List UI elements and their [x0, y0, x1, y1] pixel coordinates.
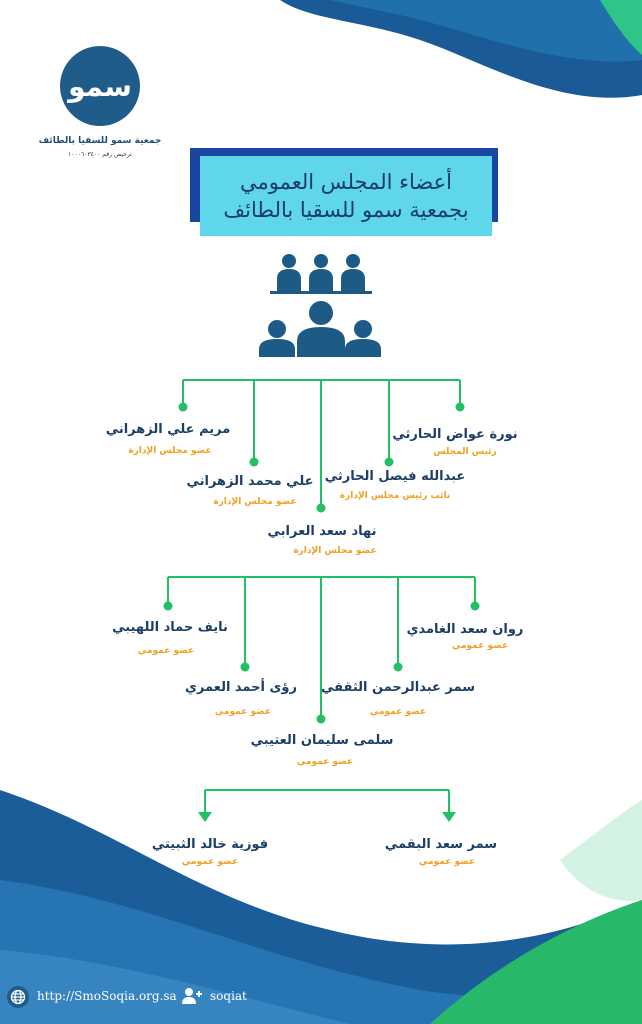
member-role: عضو عمومي	[296, 757, 354, 767]
user-plus-icon	[182, 988, 202, 1004]
member-name: عبدالله فيصل الحارثي	[324, 469, 466, 484]
member-role: عضو عمومي	[369, 707, 427, 717]
title-line-1: أعضاء المجلس العمومي	[240, 169, 452, 194]
member-name: سمر عبدالرحمن الثقفي	[320, 680, 476, 695]
globe-icon	[7, 986, 29, 1008]
member-name: علي محمد الزهراني	[186, 474, 314, 489]
member-role: عضو عمومي	[214, 707, 272, 717]
member-name: نورة عواض الحارثي	[392, 427, 518, 442]
logo-name: جمعية سمو للسقيا بالطائف	[38, 136, 162, 146]
member-role: عضو مجلس الإدارة	[128, 446, 212, 456]
member-name: سلمى سليمان العتيبي	[250, 733, 394, 748]
title-line-2: بجمعية سمو للسقيا بالطائف	[223, 198, 469, 222]
page-title: أعضاء المجلس العمومي بجمعية سمو للسقيا ب…	[200, 156, 492, 236]
member-name: نهاد سعد العرابي	[267, 524, 377, 539]
member-name: مريم علي الزهراني	[105, 422, 231, 437]
logo-mark: سمو	[60, 46, 140, 126]
member-role: نائب رئيس مجلس الإدارة	[339, 491, 451, 501]
member-name: نايف حماد اللهيبي	[112, 620, 228, 635]
member-name: روان سعد الغامدي	[406, 622, 524, 637]
member-role: عضو عمومي	[451, 641, 509, 651]
logo: سمو جمعية سمو للسقيا بالطائف ترخيص رقم ١…	[30, 8, 180, 158]
member-role: عضو مجلس الإدارة	[213, 497, 297, 507]
member-role: رئيس المجلس	[433, 447, 497, 457]
people-group-icon	[259, 254, 381, 357]
member-role: عضو عمومي	[418, 857, 476, 867]
member-role: عضو عمومي	[181, 857, 239, 867]
website-link[interactable]: http://SmoSoqia.org.sa	[37, 989, 177, 1003]
logo-license: ترخيص رقم ١٠٠٠٦٠٣٤٠٠	[68, 151, 132, 158]
member-role: عضو عمومي	[137, 646, 195, 656]
member-name: فوزية خالد الثبيتي	[151, 837, 269, 852]
social-handle[interactable]: soqiat	[210, 989, 247, 1003]
member-name: رؤى أحمد العمري	[185, 680, 297, 695]
member-role: عضو مجلس الإدارة	[293, 546, 377, 556]
member-name: سمر سعد البقمي	[384, 837, 498, 852]
